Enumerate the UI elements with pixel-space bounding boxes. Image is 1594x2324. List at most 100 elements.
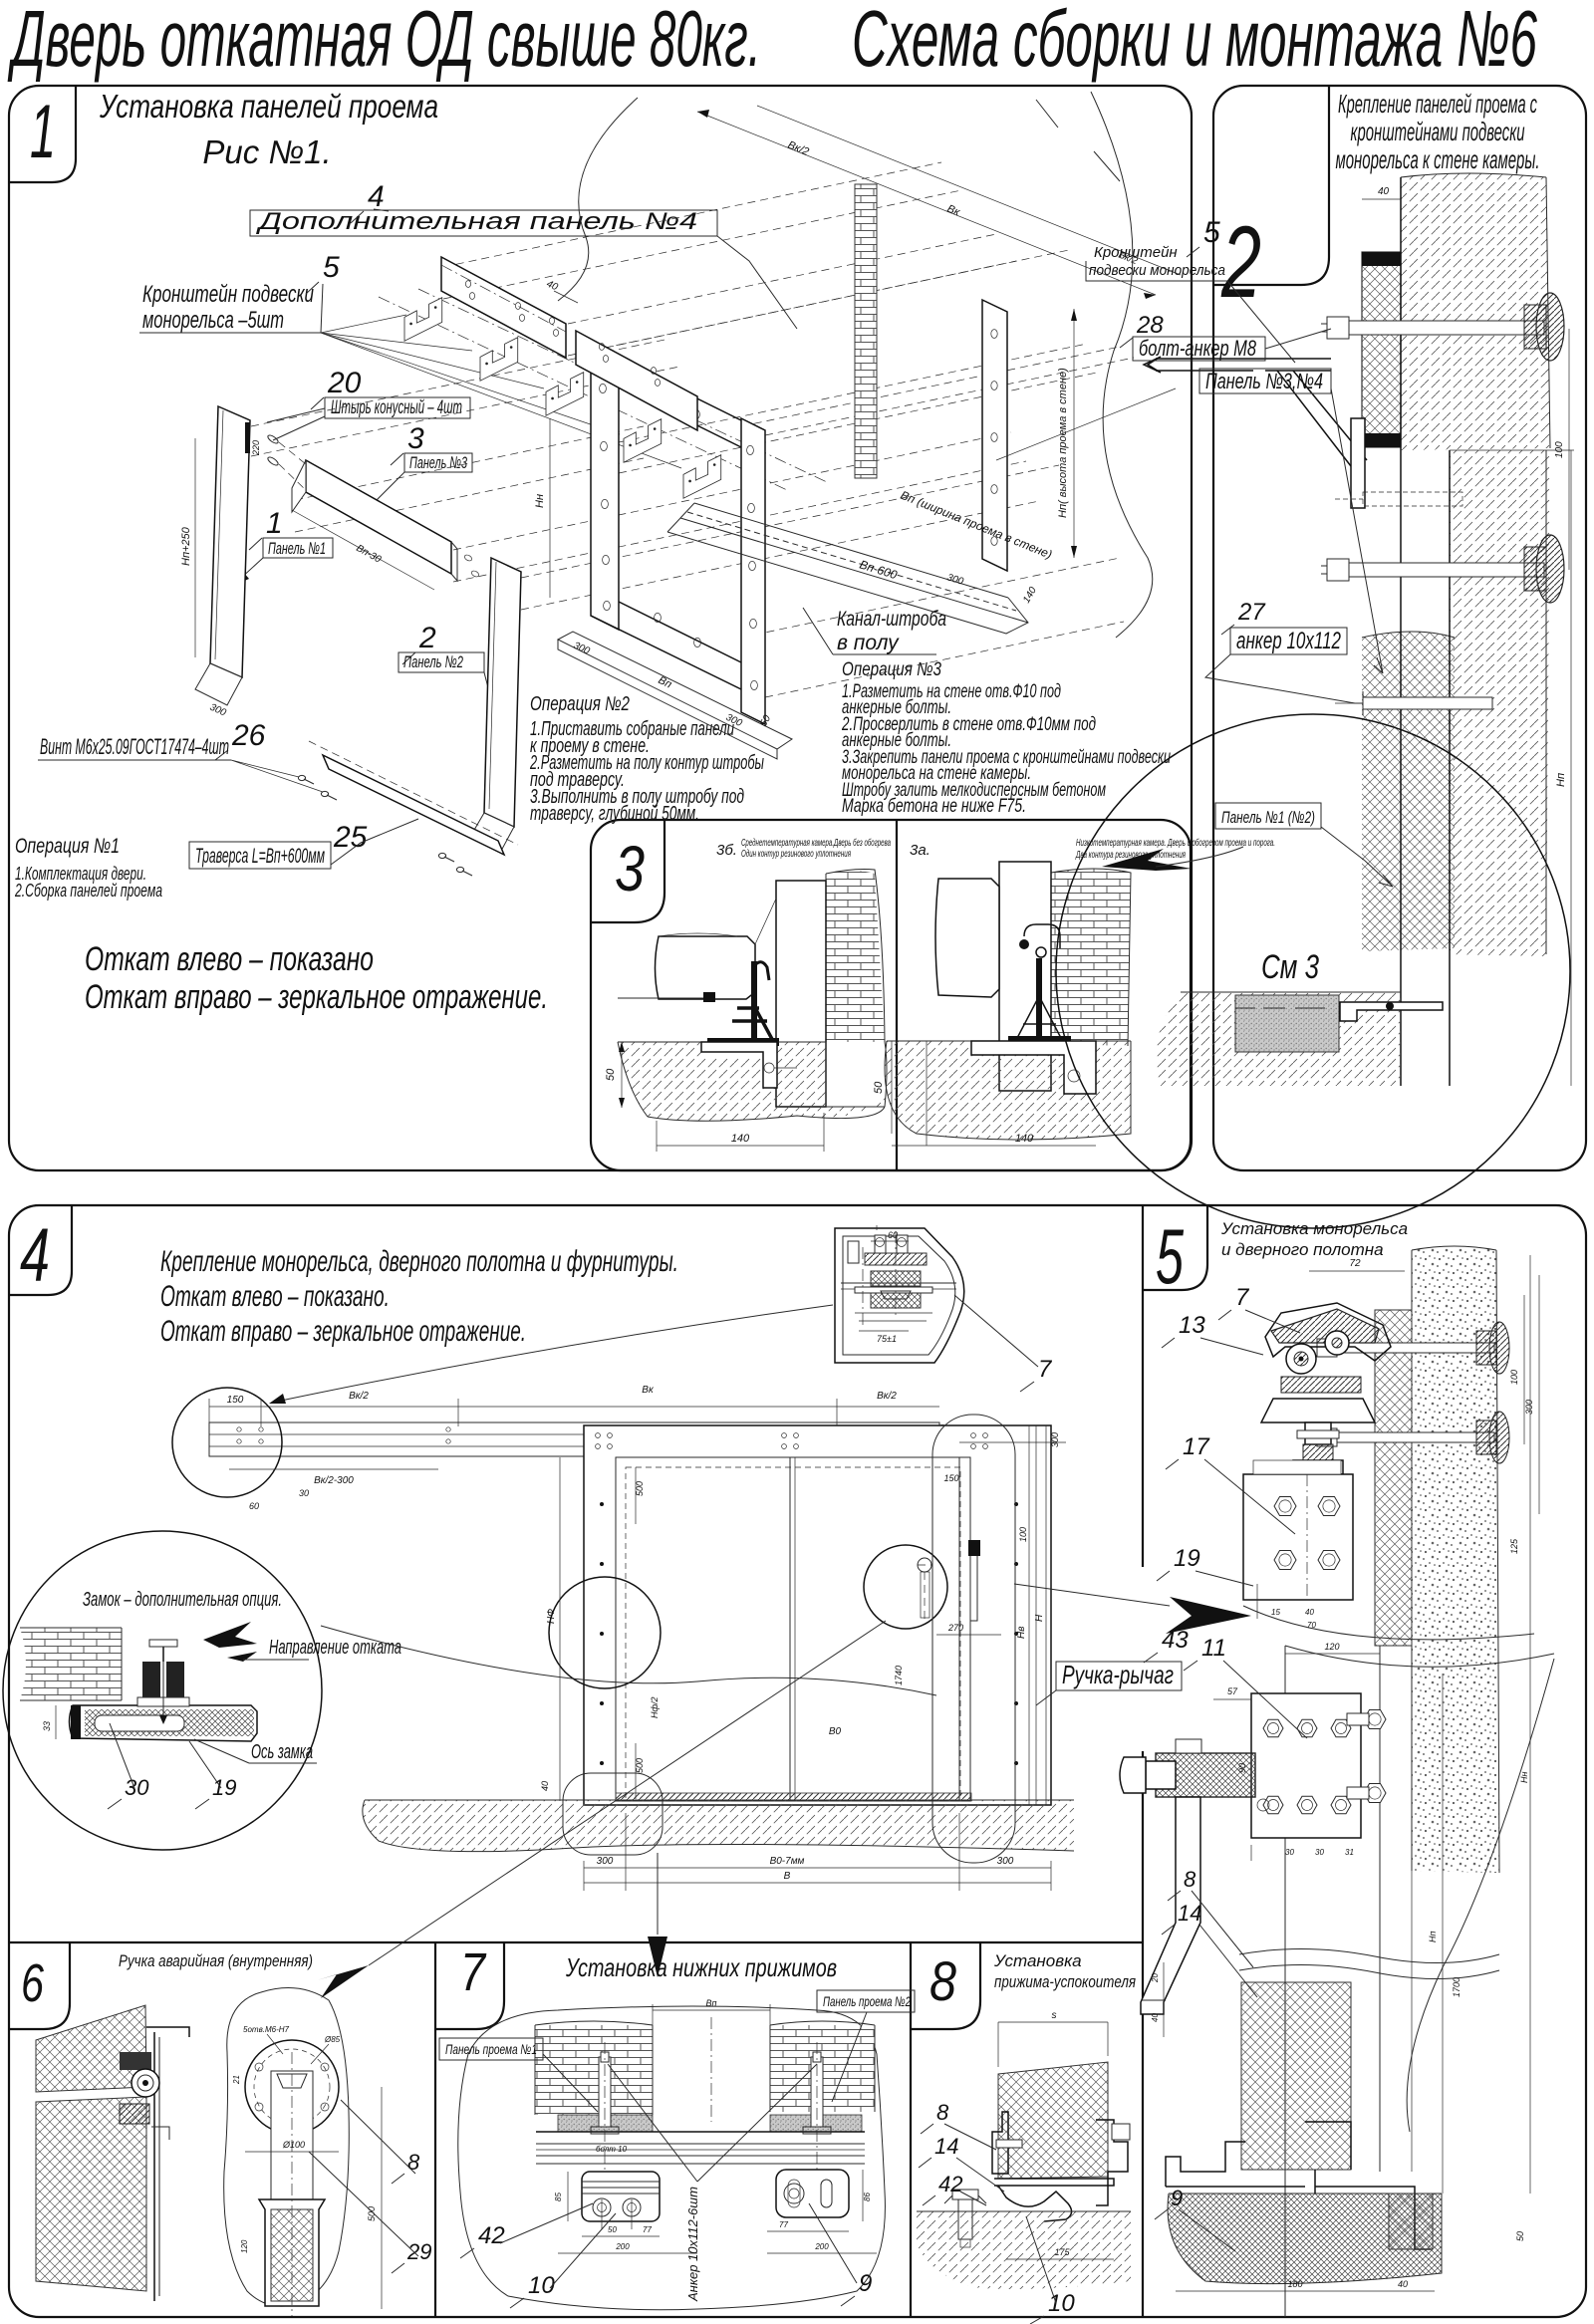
svg-text:Вк/2: Вк/2 [877,1391,897,1402]
svg-text:1.Приставить собраные панели: 1.Приставить собраные панели [530,718,734,740]
svg-text:Вк: Вк [642,1385,655,1396]
svg-text:Н: Н [1034,1614,1045,1622]
svg-text:50: 50 [608,2225,617,2234]
svg-text:1.Комплектация двери.: 1.Комплектация двери. [15,864,146,884]
svg-text:Вк/2: Вк/2 [349,1391,369,1402]
svg-text:1: 1 [266,507,283,540]
svg-text:90: 90 [1237,1763,1247,1773]
svg-text:3.Выполнить в полу штробу под: 3.Выполнить в полу штробу под [530,786,744,808]
svg-text:Анкер 10х112-6шт: Анкер 10х112-6шт [685,2187,700,2302]
svg-text:2.Просверлить в стене отв.Ф10м: 2.Просверлить в стене отв.Ф10мм под [841,714,1096,735]
svg-text:14: 14 [934,2134,958,2159]
svg-text:1.Разметить на стене отв.Ф10 п: 1.Разметить на стене отв.Ф10 под [842,681,1061,702]
svg-text:1: 1 [30,90,56,174]
svg-text:прижима-успокоителя: прижима-успокоителя [994,1972,1136,1991]
svg-text:Среднетемпературная камера.Две: Среднетемпературная камера.Дверь без обо… [741,837,891,849]
svg-text:Нп( высота проема в стене): Нп( высота проема в стене) [1057,368,1069,518]
svg-text:Операция №3: Операция №3 [842,659,941,680]
svg-text:Канал-штроба: Канал-штроба [837,608,946,631]
svg-text:траверсу, глубиной 50мм.: траверсу, глубиной 50мм. [530,803,699,825]
svg-text:20: 20 [327,367,362,399]
svg-text:150: 150 [227,1395,244,1406]
svg-text:Направление отката: Направление отката [269,1637,401,1659]
svg-text:1700: 1700 [1452,1977,1461,1997]
svg-text:Нп: Нп [1555,773,1567,787]
svg-text:11: 11 [1201,1635,1226,1662]
svg-text:Два контура резинового уплотне: Два контура резинового уплотнения [1075,850,1186,861]
svg-text:1740: 1740 [894,1666,904,1685]
svg-text:42: 42 [478,2222,505,2249]
svg-text:75±1: 75±1 [877,1334,897,1344]
svg-text:500: 500 [635,1481,645,1496]
svg-text:8: 8 [930,1949,956,2012]
svg-text:2: 2 [1220,205,1261,319]
svg-text:140: 140 [731,1133,750,1145]
svg-text:Кронштейн подвески: Кронштейн подвески [142,281,314,308]
svg-text:6: 6 [21,1953,45,2013]
svg-text:57: 57 [1227,1686,1238,1696]
svg-text:25: 25 [333,821,368,854]
svg-text:77: 77 [779,2220,788,2229]
svg-text:подвески монорельса: подвески монорельса [1089,262,1225,279]
svg-text:Низкотемпературная камера. Две: Низкотемпературная камера. Дверь с обогр… [1076,837,1275,849]
svg-text:175: 175 [1054,2247,1070,2257]
svg-text:70: 70 [1307,1621,1316,1630]
svg-text:анкер 10х112: анкер 10х112 [1236,628,1341,654]
svg-text:40: 40 [1398,2279,1408,2289]
svg-text:29: 29 [406,2239,431,2264]
svg-text:Кронштейн: Кронштейн [1094,244,1178,261]
svg-text:40: 40 [1305,1608,1314,1617]
svg-text:3.Закрепить панели проема с кр: 3.Закрепить панели проема с кронштейнами… [842,747,1171,768]
svg-text:60: 60 [249,1501,259,1511]
svg-text:в полу: в полу [837,632,900,654]
svg-text:3б.: 3б. [716,842,737,859]
svg-text:100: 100 [1509,1370,1519,1385]
svg-text:Дополнительная панель №4: Дополнительная панель №4 [255,208,697,235]
svg-text:300: 300 [945,572,965,588]
svg-text:220: 220 [251,440,261,456]
svg-text:50: 50 [605,1068,617,1081]
svg-text:8: 8 [1184,1867,1196,1892]
svg-text:33: 33 [42,1721,52,1731]
svg-text:40: 40 [1378,186,1390,197]
svg-text:анкерные болты.: анкерные болты. [842,697,951,718]
svg-text:13: 13 [1179,1312,1205,1339]
svg-text:30: 30 [1315,1848,1324,1857]
svg-text:26: 26 [231,719,266,752]
svg-text:3: 3 [407,422,424,455]
svg-text:40: 40 [540,1781,550,1791]
svg-text:2: 2 [418,622,436,654]
svg-text:Панель №3: Панель №3 [409,453,467,472]
svg-text:7: 7 [1038,1356,1053,1383]
svg-text:В: В [784,1871,791,1882]
svg-text:Откат влево – показано.: Откат влево – показано. [160,1280,390,1313]
svg-text:и дверного полотна: и дверного полотна [1221,1240,1384,1259]
svg-text:7: 7 [1235,1284,1250,1311]
svg-text:17: 17 [1183,1433,1210,1460]
svg-text:Панель №3,№4: Панель №3,№4 [1205,369,1323,393]
svg-text:Штробу залить мелкодисперсным: Штробу залить мелкодисперсным бетоном [842,780,1106,801]
svg-text:30: 30 [1285,1848,1294,1857]
svg-text:15: 15 [1271,1608,1280,1617]
svg-text:Крепление монорельса, дверного: Крепление монорельса, дверного полотна и… [160,1245,678,1278]
svg-text:В0: В0 [829,1726,842,1737]
svg-text:10: 10 [1048,2290,1075,2317]
svg-text:2.Сборка панелей проема: 2.Сборка панелей проема [14,881,162,901]
svg-text:Панель проема №2: Панель проема №2 [823,1993,911,2009]
svg-text:Откат влево – показано: Откат влево – показано [85,940,374,978]
svg-text:300: 300 [1050,1432,1060,1447]
svg-text:Вк/2-300: Вк/2-300 [314,1475,354,1486]
svg-text:27: 27 [1237,599,1266,626]
svg-text:30: 30 [299,1488,309,1498]
svg-text:200: 200 [814,2242,829,2251]
svg-text:s: s [1052,2010,1057,2021]
svg-text:анкерные болты.: анкерные болты. [842,730,951,751]
svg-text:Ручка-рычаг: Ручка-рычаг [1062,1660,1174,1689]
svg-text:Панель №1 (№2): Панель №1 (№2) [1221,808,1315,827]
svg-text:Вк: Вк [945,203,962,219]
svg-text:Ø100: Ø100 [282,2140,305,2150]
svg-text:Винт М6х25.09ГОСТ17474–4шт: Винт М6х25.09ГОСТ17474–4шт [40,734,229,759]
svg-text:300: 300 [997,1856,1014,1867]
svg-text:Замок – дополнительная опция.: Замок – дополнительная опция. [83,1589,282,1611]
svg-text:Нн: Нн [1519,1772,1529,1783]
